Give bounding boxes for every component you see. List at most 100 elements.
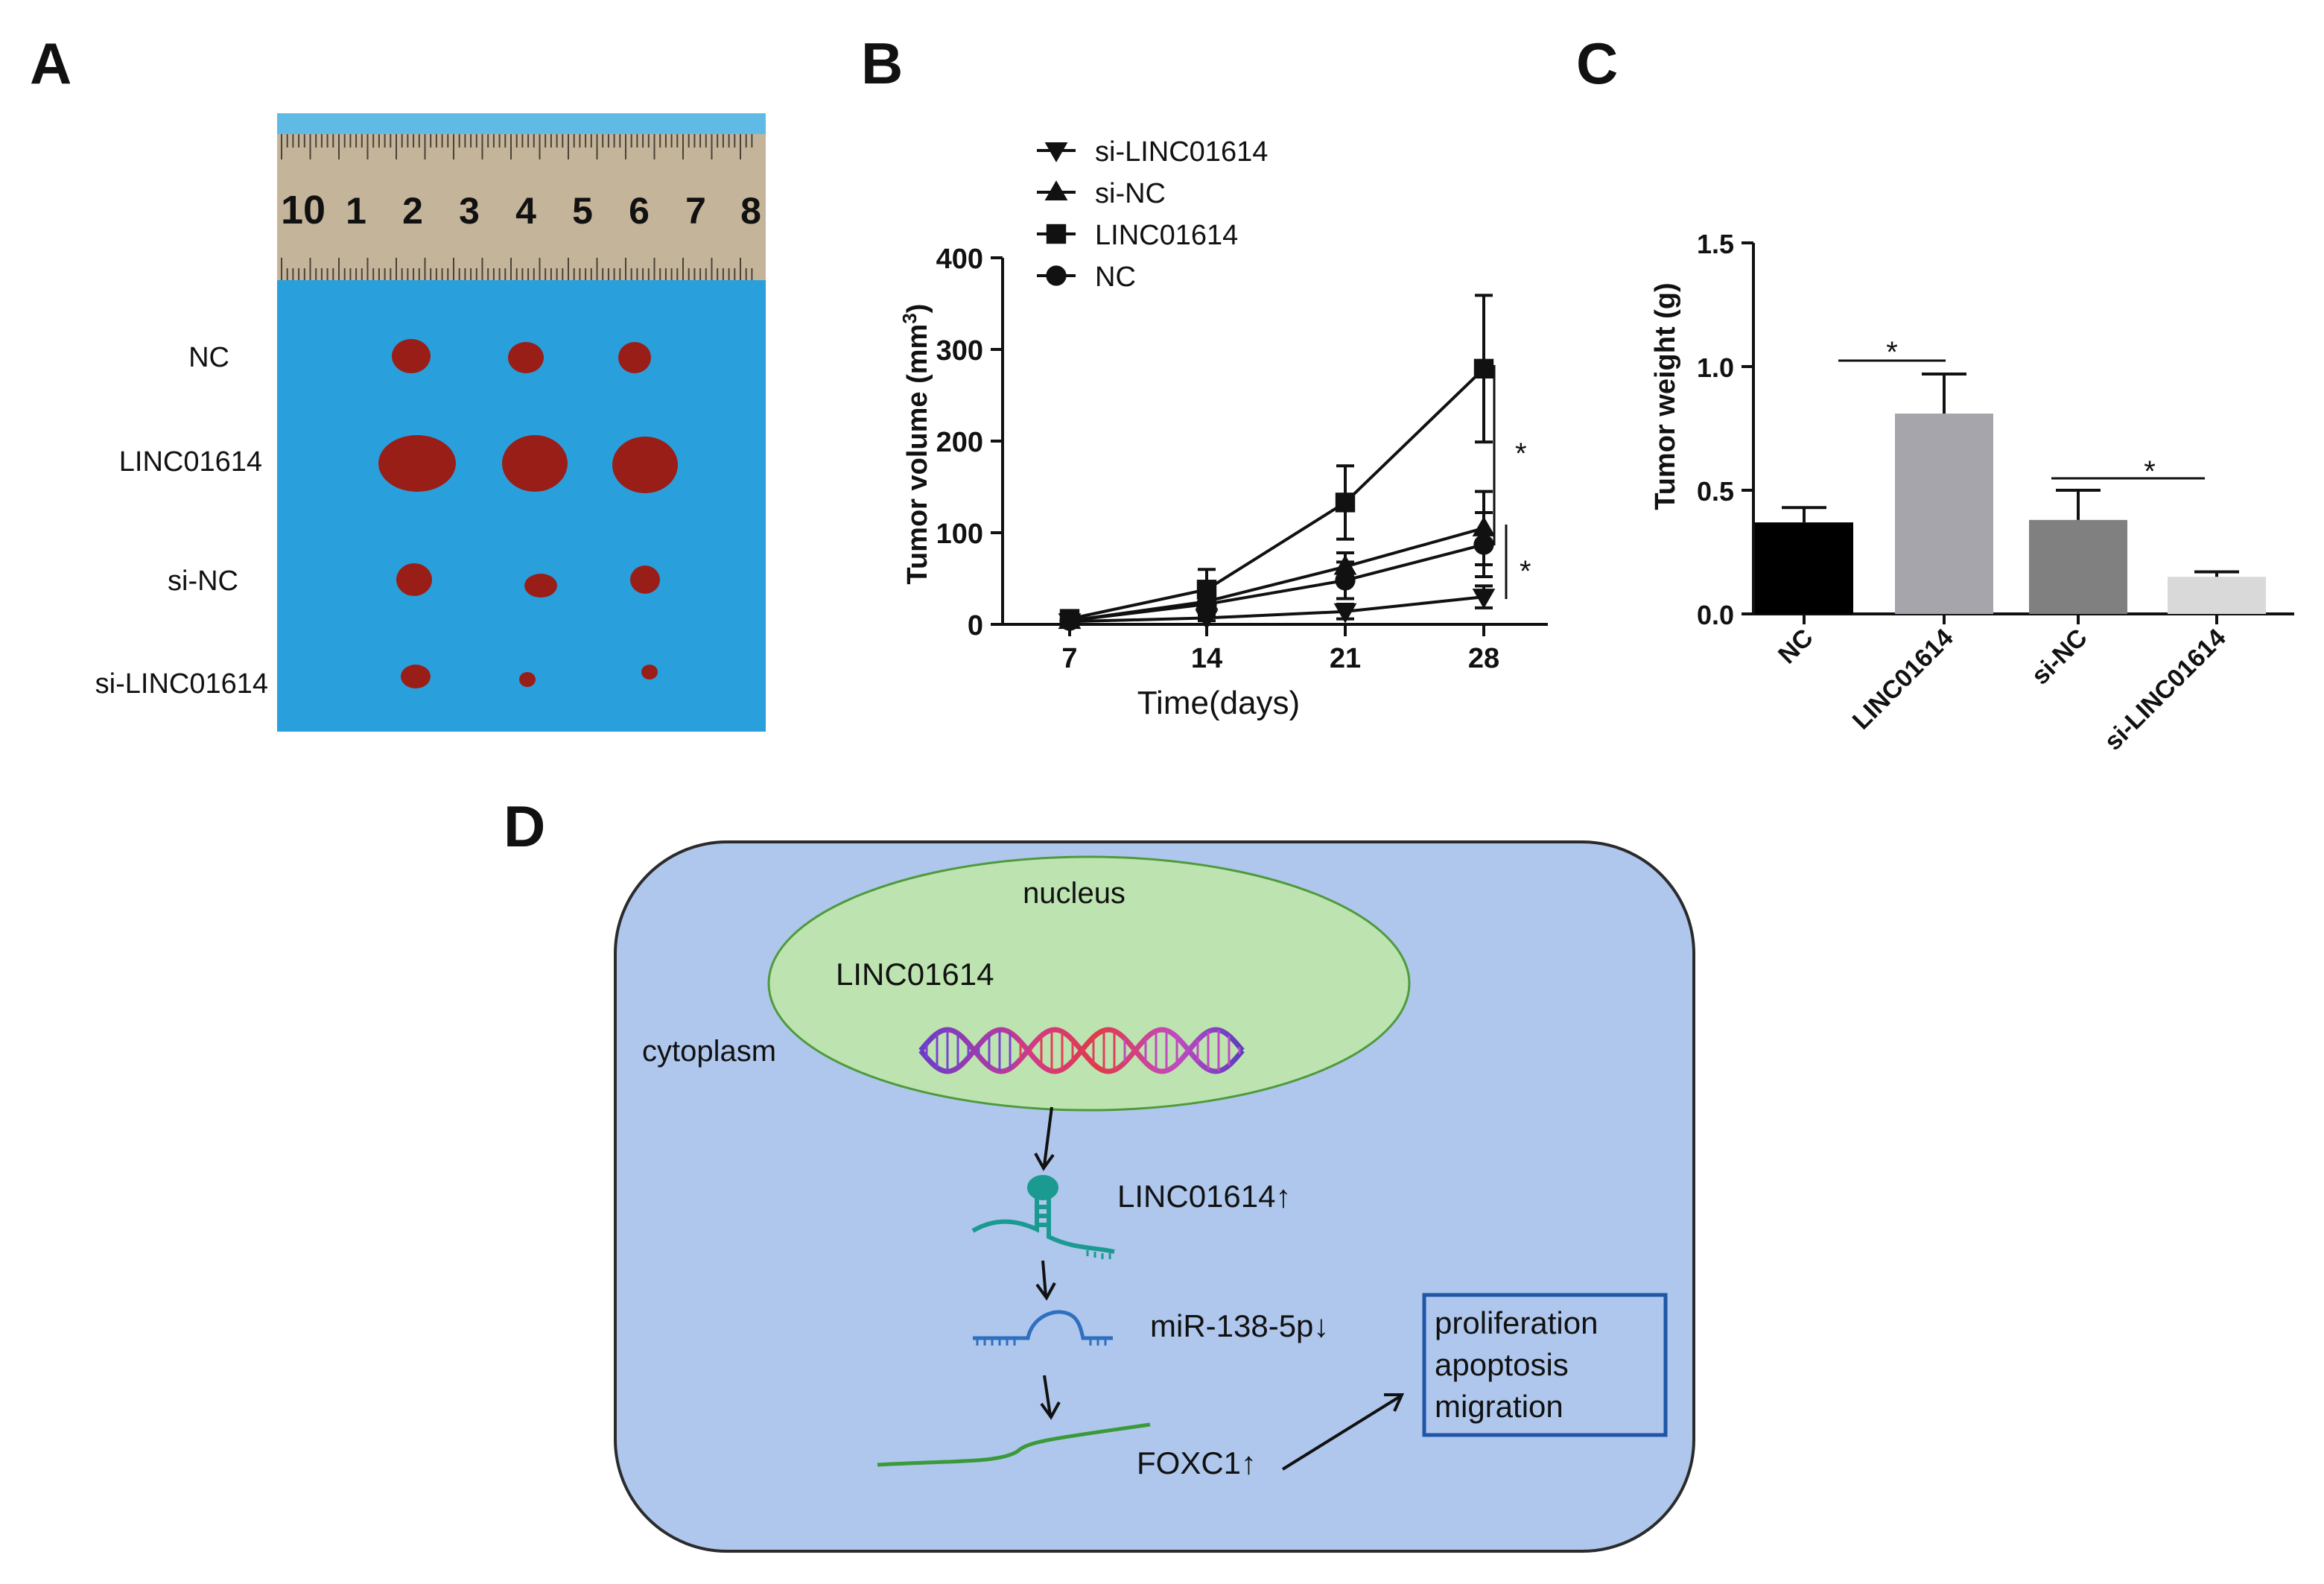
series-line xyxy=(1069,543,1485,623)
outcome-apoptosis: apoptosis xyxy=(1435,1347,1569,1382)
outcome-box xyxy=(1422,1293,1668,1437)
series-line xyxy=(1069,367,1485,621)
y-tick-label: 200 xyxy=(936,427,983,458)
x-tick-label: 28 xyxy=(1468,643,1499,674)
photo-top-strip xyxy=(277,113,766,134)
ruler xyxy=(277,134,766,280)
arrowhead xyxy=(1384,1393,1405,1412)
y-axis-label-superscript: 3 xyxy=(898,313,921,323)
ruler-number: 10 xyxy=(281,188,326,232)
arrowhead xyxy=(1040,1401,1061,1420)
ruler-number: 2 xyxy=(402,190,423,232)
cytoplasm-label: cytoplasm xyxy=(642,1035,776,1068)
significance-star: * xyxy=(1520,555,1531,588)
y-tick-label: 400 xyxy=(936,244,983,275)
row-label-si-linc01614: si-LINC01614 xyxy=(95,668,268,700)
y-tick-label: 1.5 xyxy=(1697,229,1734,259)
data-point xyxy=(1196,594,1217,615)
x-category-label: LINC01614 xyxy=(1847,624,1959,735)
weight-bars xyxy=(1755,372,2266,624)
y-tick-label: 1.0 xyxy=(1697,352,1734,383)
y-tick-label: 300 xyxy=(936,335,983,367)
foxc1-label: FOXC1↑ xyxy=(1137,1445,1257,1480)
data-point xyxy=(1059,610,1080,631)
tumor xyxy=(502,435,568,492)
panel-label-d: D xyxy=(504,793,545,859)
volume-series xyxy=(1058,294,1496,634)
mir-label: miR-138-5p↓ xyxy=(1150,1308,1329,1343)
dna-rungs xyxy=(925,1030,1241,1071)
arrowhead xyxy=(1035,1282,1056,1301)
outcome-migration: migration xyxy=(1435,1389,1563,1424)
ruler-ticks xyxy=(281,134,753,280)
tumors xyxy=(378,339,678,688)
dna-strand xyxy=(918,1027,1245,1074)
data-point xyxy=(1335,492,1356,513)
y-axis-label: Tumor volume (mm3) xyxy=(898,304,933,585)
tumor-photo-panel: 10 1 2 3 4 5 6 7 8 NC LINC01614 xyxy=(95,113,766,732)
data-point xyxy=(1472,589,1496,609)
x-tick-label: 14 xyxy=(1191,643,1222,674)
y-tick-label: 0.0 xyxy=(1697,600,1734,630)
bar xyxy=(1755,522,1853,614)
ruler-number: 3 xyxy=(459,190,480,232)
y-axis-label-close: ) xyxy=(902,304,933,314)
outcome-proliferation: proliferation xyxy=(1435,1305,1598,1340)
nucleus-label: nucleus xyxy=(1023,877,1126,910)
mrna-icon xyxy=(877,1422,1151,1467)
y-axis-label-base: Tumor volume (mm xyxy=(902,324,933,585)
significance-star: * xyxy=(1886,336,1898,369)
tumor xyxy=(612,437,678,493)
legend-label: si-LINC01614 xyxy=(1095,136,1268,168)
arrow-foxc1-to-outcomes xyxy=(1281,1395,1402,1471)
tumor xyxy=(630,566,660,594)
data-point xyxy=(1044,142,1068,162)
y-tick-label: 0.5 xyxy=(1697,476,1734,507)
panel-label-c: C xyxy=(1576,31,1618,96)
arrow-nucleus-to-lnc xyxy=(1043,1106,1053,1166)
data-point xyxy=(1335,570,1356,591)
arrowhead xyxy=(1034,1153,1055,1171)
arrows xyxy=(1034,1106,1405,1471)
ruler-number: 4 xyxy=(515,190,536,232)
gene-label: LINC01614 xyxy=(836,957,994,992)
data-point xyxy=(1473,534,1494,555)
legend-label: si-NC xyxy=(1095,178,1166,209)
ruler-number: 5 xyxy=(572,190,593,232)
lnc-label: LINC01614↑ xyxy=(1117,1179,1291,1214)
data-point xyxy=(1473,358,1494,379)
bar xyxy=(2029,519,2127,614)
data-point xyxy=(1333,603,1357,624)
arrow-lnc-to-mir xyxy=(1041,1260,1047,1297)
row-label-si-nc: si-NC xyxy=(168,566,238,597)
y-tick-label: 0 xyxy=(968,610,983,641)
ruler-numbers: 10 1 2 3 4 5 6 7 8 xyxy=(281,188,761,232)
tumor xyxy=(641,665,658,679)
x-category-label: si-NC xyxy=(2026,624,2093,691)
mechanism-diagram: nucleus LINC01614 cytoplasm xyxy=(614,840,1695,1553)
panel-label-b: B xyxy=(861,31,903,96)
panel-label-a: A xyxy=(30,31,72,96)
x-category-label: NC xyxy=(1773,624,1819,670)
ruler-number: 6 xyxy=(629,190,650,232)
row-label-nc: NC xyxy=(188,342,229,373)
tumor xyxy=(401,665,431,688)
arrow-mir-to-foxc1 xyxy=(1043,1375,1052,1416)
weight-axis-ticks: 0.0 0.5 1.0 1.5 xyxy=(1697,229,1753,630)
tumor xyxy=(392,339,431,373)
ruler-number: 1 xyxy=(346,190,366,232)
data-point xyxy=(1044,180,1068,200)
nucleus xyxy=(767,855,1411,1112)
tumor xyxy=(524,574,557,598)
mirna-icon xyxy=(973,1310,1113,1346)
significance-star: * xyxy=(2144,455,2156,488)
legend-label: NC xyxy=(1095,262,1136,293)
x-tick-label: 21 xyxy=(1330,643,1361,674)
data-point xyxy=(1046,224,1067,244)
bar xyxy=(2168,577,2266,614)
ruler-number: 7 xyxy=(685,190,706,232)
